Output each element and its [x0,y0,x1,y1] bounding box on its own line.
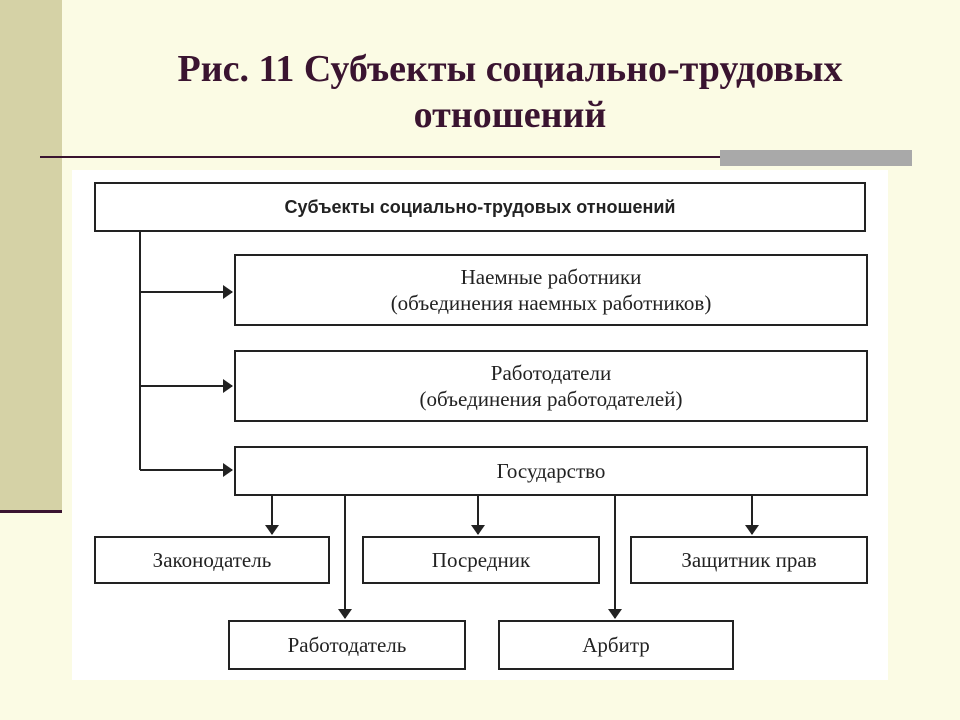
legislator-node-label: Законодатель [152,548,272,572]
slide-title: Рис. 11 Субъекты социально-трудовых отно… [80,46,940,138]
employees-node-line-2: (объединения наемных работников) [390,291,712,315]
employees-node: Наемные работники (объединения наемных р… [234,254,868,326]
state-node: Государство [234,446,868,496]
arbiter-node: Арбитр [498,620,734,670]
root-node: Субъекты социально-трудовых отношений [94,182,866,232]
employers-node-line-2: (объединения работодателей) [419,387,683,411]
diagram-connectors [139,232,759,619]
state-node-label: Государство [496,459,606,483]
employers-node-line-1: Работодатели [490,361,612,385]
mediator-node: Посредник [362,536,600,584]
legislator-node: Законодатель [94,536,330,584]
employer-role-node-label: Работодатель [287,633,407,657]
diagram-panel: Субъекты социально-трудовых отношений На… [72,170,888,680]
employees-node-line-1: Наемные работники [460,265,642,289]
rights-defender-node: Защитник прав [630,536,868,584]
slide-title-line-1: Рис. 11 Субъекты социально-трудовых [177,48,843,90]
decorative-side-line [0,510,62,513]
slide-title-line-2: отношений [413,94,607,136]
root-node-label: Субъекты социально-трудовых отношений [284,197,676,217]
rights-defender-node-label: Защитник прав [681,548,817,572]
decorative-side-band [0,0,62,512]
mediator-node-label: Посредник [431,548,531,572]
title-accent-bar [720,150,912,166]
employers-node: Работодатели (объединения работодателей) [234,350,868,422]
title-underline [40,156,912,158]
arbiter-node-label: Арбитр [582,633,650,657]
employer-role-node: Работодатель [228,620,466,670]
